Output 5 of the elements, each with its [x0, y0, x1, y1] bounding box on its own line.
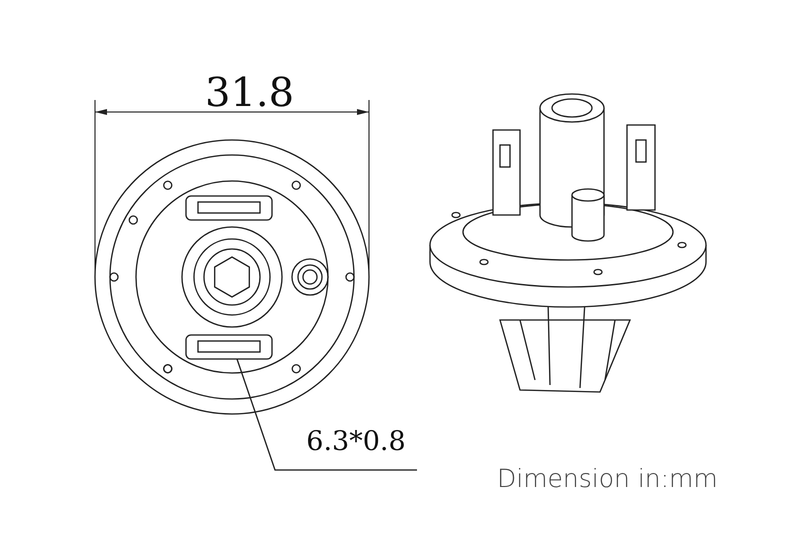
terminal-slot: [185, 334, 273, 360]
leader-line: [236, 358, 417, 471]
dimension-value: 31.8: [205, 70, 294, 116]
unit-note: Dimension in:mm: [497, 464, 718, 493]
callout-text: 6.3*0.8: [295, 426, 417, 470]
